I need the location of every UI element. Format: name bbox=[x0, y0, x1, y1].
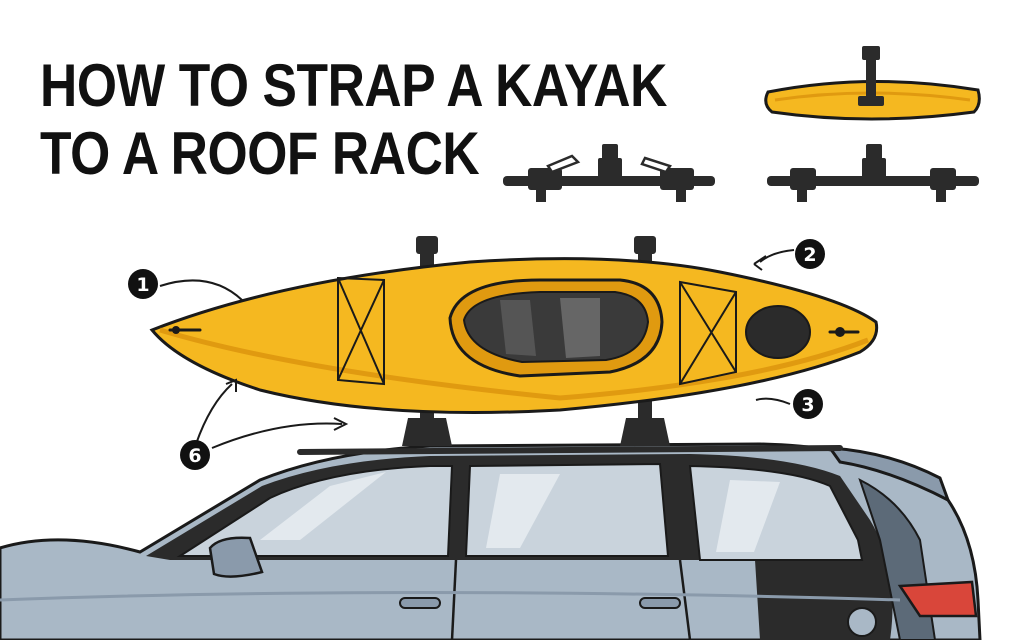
callout-1: 1 bbox=[128, 269, 158, 299]
page-title: HOW TO STRAP A KAYAK TO A ROOF RACK bbox=[40, 52, 667, 188]
callout-3: 3 bbox=[793, 389, 823, 419]
callout-2: 2 bbox=[795, 239, 825, 269]
callout-6-label: 6 bbox=[188, 445, 201, 467]
title-line-1: HOW TO STRAP A KAYAK bbox=[40, 52, 667, 119]
title-line-2: TO A ROOF RACK bbox=[40, 120, 480, 187]
callout-3-label: 3 bbox=[801, 394, 814, 416]
kayak-side-view bbox=[149, 257, 879, 414]
suv-car bbox=[0, 442, 982, 640]
roof-rack-bar-icon-2 bbox=[767, 144, 979, 202]
callout-6: 6 bbox=[180, 440, 210, 470]
callout-2-label: 2 bbox=[803, 244, 816, 266]
callout-1-label: 1 bbox=[136, 274, 149, 296]
callout-arrows bbox=[159, 249, 795, 449]
roof-rack-bar-icon bbox=[503, 144, 715, 202]
small-kayak-icon bbox=[764, 46, 981, 121]
